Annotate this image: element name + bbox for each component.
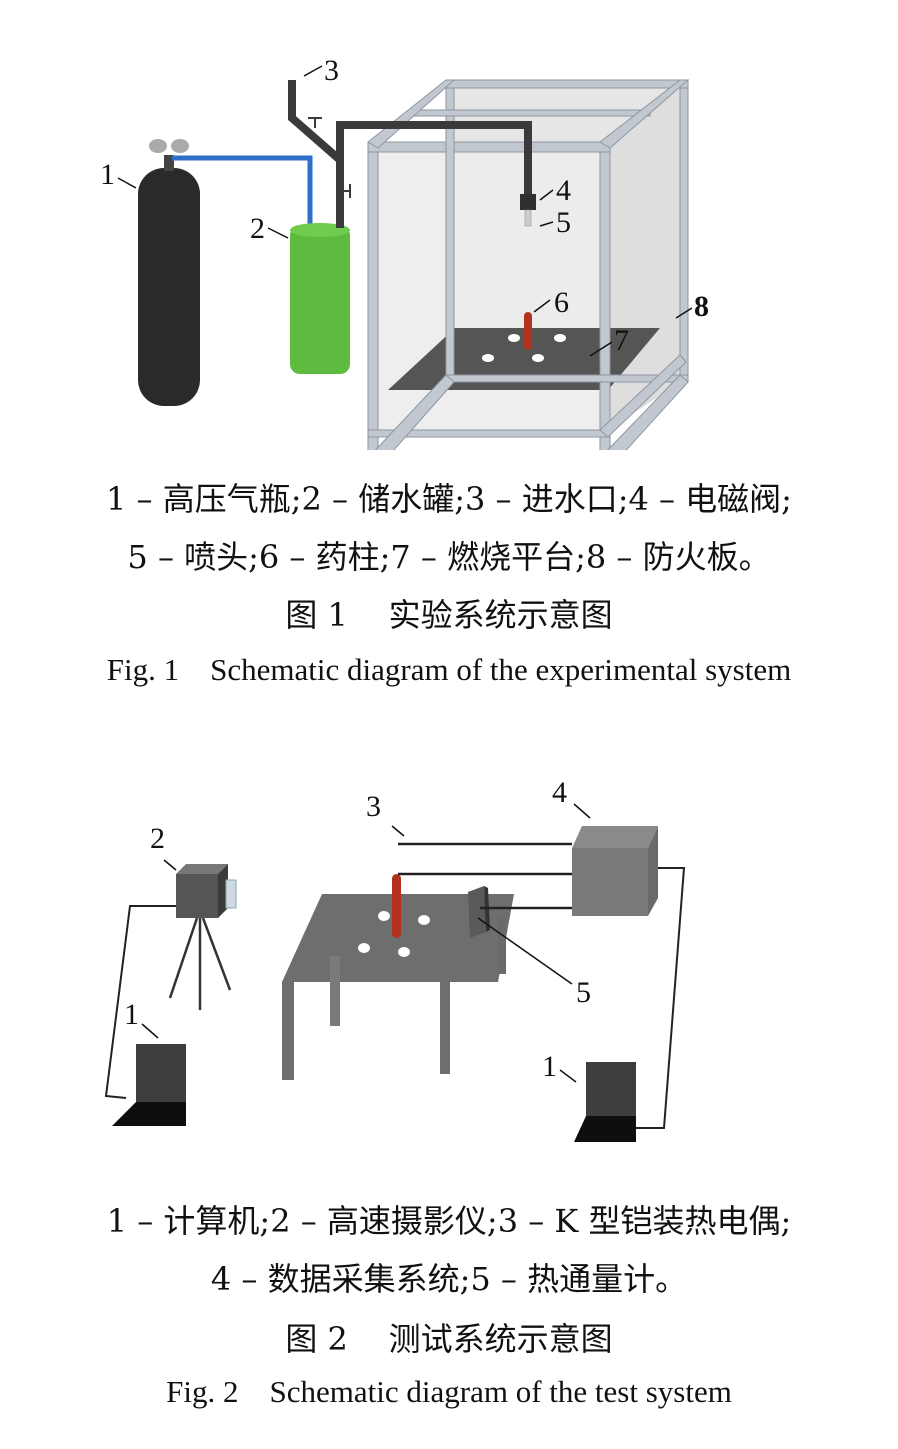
label-1: 1 [542, 1050, 557, 1083]
camera-cable [104, 905, 176, 1099]
label-4: 4 [552, 776, 567, 809]
table-hole [398, 947, 410, 957]
table-hole [358, 943, 370, 953]
platform-hole [532, 354, 544, 362]
figure1-caption-cn: 图 1 实验系统示意图 [285, 596, 613, 634]
steel-frame [367, 79, 690, 450]
solenoid-valve [520, 194, 536, 210]
figure1-caption-en: Fig. 1 Schematic diagram of the experime… [106, 652, 792, 687]
gas-cylinder [138, 139, 200, 406]
charge-column [392, 874, 401, 938]
figure1-legend-line2: 5 – 喷头;6 – 药柱;7 – 燃烧平台;8 – 防火板。 [127, 538, 771, 576]
high-speed-camera [168, 864, 237, 1010]
daq-cable [636, 867, 686, 1129]
label-3: 3 [366, 790, 381, 823]
label-1: 1 [124, 998, 139, 1031]
computer-right [574, 1062, 636, 1142]
test-system-diagram: 2 3 4 5 1 1 [104, 776, 686, 1142]
label-4: 4 [556, 174, 571, 207]
figure2-caption-en: Fig. 2 Schematic diagram of the test sys… [166, 1374, 732, 1409]
figure2-caption-cn: 图 2 测试系统示意图 [285, 1320, 613, 1358]
thermocouple-wire [398, 842, 572, 910]
water-tank [290, 223, 350, 374]
figure1-legend-line1: 1 – 高压气瓶;2 – 储水罐;3 – 进水口;4 – 电磁阀; [106, 480, 792, 518]
label-2: 2 [250, 212, 265, 245]
gas-pipe [172, 155, 313, 230]
data-acquisition-system [572, 826, 658, 916]
heat-flux-meter [468, 886, 490, 938]
test-table [282, 894, 514, 1080]
label-6: 6 [554, 286, 569, 319]
platform-hole [554, 334, 566, 342]
label-3: 3 [324, 54, 339, 87]
table-hole [378, 911, 390, 921]
label-5: 5 [556, 206, 571, 239]
platform-hole [508, 334, 520, 342]
figure2-legend-line2: 4 – 数据采集系统;5 – 热通量计。 [210, 1260, 688, 1298]
computer-left [112, 1044, 186, 1126]
charge-column [524, 312, 532, 350]
experimental-system-diagram: 1 2 3 4 5 6 7 8 [100, 54, 709, 450]
table-hole [418, 915, 430, 925]
label-7: 7 [614, 324, 629, 357]
nozzle [524, 209, 532, 227]
platform-hole [482, 354, 494, 362]
water-pipe [288, 80, 532, 228]
label-2: 2 [150, 822, 165, 855]
label-5: 5 [576, 976, 591, 1009]
label-1: 1 [100, 158, 115, 191]
label-8: 8 [694, 290, 709, 323]
figure2-legend-line1: 1 – 计算机;2 – 高速摄影仪;3 – K 型铠装热电偶; [106, 1202, 792, 1240]
